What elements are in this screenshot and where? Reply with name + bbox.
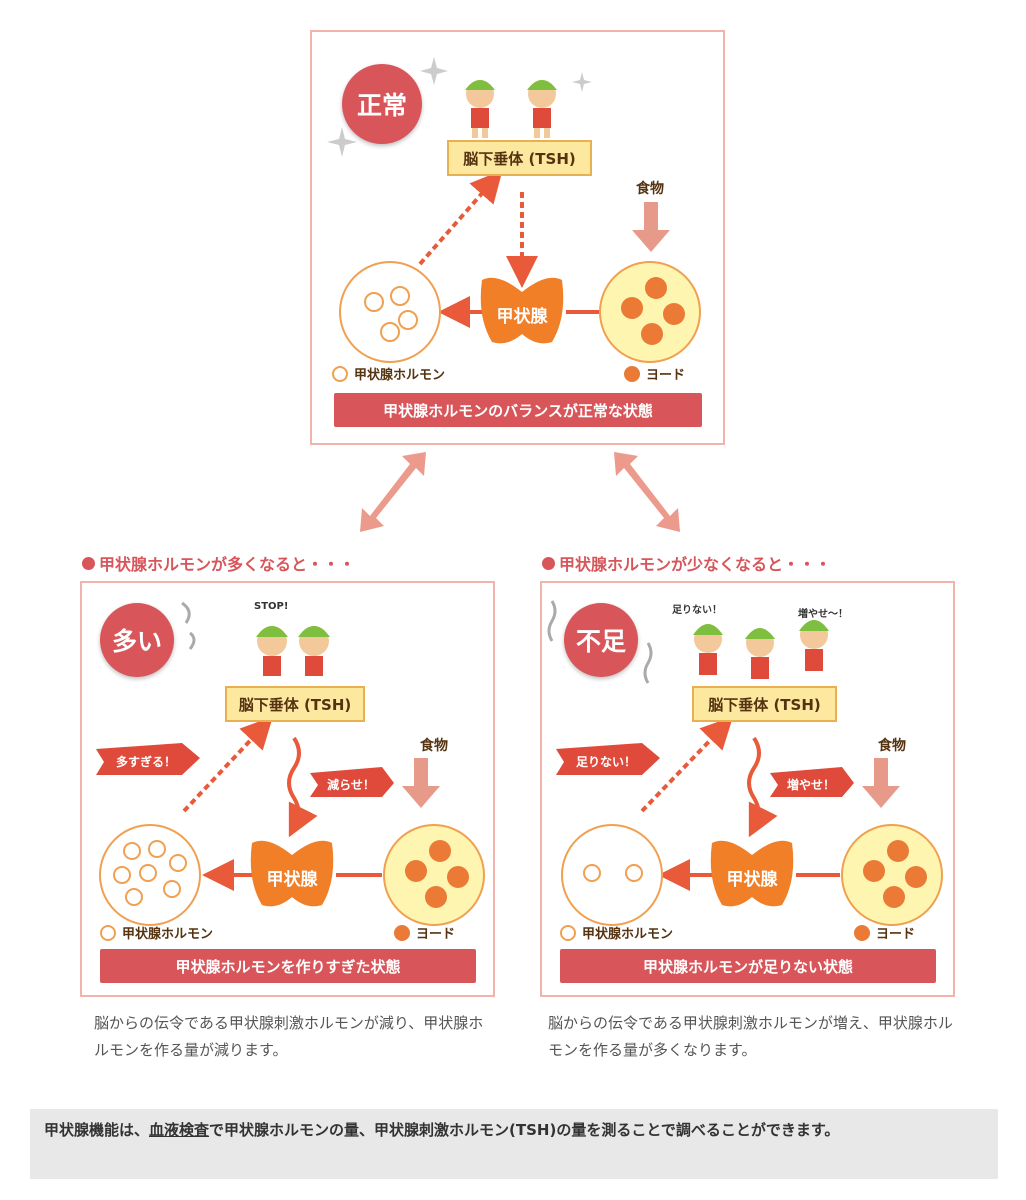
wavy-mark-icon	[643, 642, 653, 684]
excess-description: 脳からの伝令である甲状腺刺激ホルモンが減り、甲状腺ホルモンを作る量が減ります。	[94, 1014, 484, 1059]
food-arrow-icon	[402, 758, 440, 808]
character-icon	[745, 628, 775, 679]
food-arrow-icon	[862, 758, 900, 808]
iodine-dot-icon	[394, 924, 410, 941]
double-arrow-left-icon	[360, 452, 426, 532]
iodine-circle	[383, 824, 485, 926]
legend-iodine-label: ヨード	[416, 927, 456, 942]
footer-text-before: 甲状腺機能は、	[44, 1121, 150, 1139]
deficient-heading-text: 甲状腺ホルモンが少なくなると・・・	[559, 555, 832, 574]
iodine-dot-icon	[854, 924, 870, 941]
deficient-description: 脳からの伝令である甲状腺刺激ホルモンが増え、甲状腺ホルモンを作る量が多くなります…	[548, 1014, 953, 1059]
legend-hormone: 甲状腺ホルモン	[100, 923, 213, 942]
bubble-signal-label: 増やせ！	[786, 778, 835, 792]
wavy-arrow-icon	[747, 736, 778, 838]
thyroid-label: 甲状腺	[726, 870, 778, 890]
footer-text-after: で甲状腺ホルモンの量、甲状腺刺激ホルモン(TSH)の量を測ることで調べることがで…	[209, 1121, 840, 1139]
bubble-shape	[96, 743, 200, 775]
bullet-icon	[82, 556, 95, 570]
character-speech-left: 足りない！	[672, 605, 722, 616]
hormone-dot-icon	[100, 924, 116, 941]
pituitary-label: 脳下垂体 (TSH)	[225, 686, 365, 722]
iodine-circle	[841, 824, 943, 926]
legend-hormone-label: 甲状腺ホルモン	[354, 368, 446, 383]
bubble-hormone-label: 多すぎる！	[115, 755, 176, 769]
wavy-mark-icon	[547, 600, 557, 642]
excess-diagram	[96, 601, 485, 926]
food-arrow-icon	[632, 202, 670, 252]
bubble-shape	[310, 767, 394, 797]
character-icon	[256, 626, 288, 676]
deficient-heading: 甲状腺ホルモンが少なくなると・・・	[542, 551, 831, 575]
bubble-shape	[556, 743, 660, 775]
hormone-dot-icon	[332, 365, 348, 382]
deficient-diagram	[547, 600, 943, 926]
sparkle-icon	[420, 57, 448, 85]
thyroid-icon	[480, 277, 564, 344]
deficient-panel: 不足 足りない！ 増やせ～！ 脳下垂体 (TSH) 食物 足りない！ 増やせ！ …	[540, 581, 955, 997]
food-label: 食物	[636, 181, 664, 197]
status-badge: 不足	[564, 603, 638, 677]
status-badge: 多い	[100, 603, 174, 677]
character-icon	[527, 80, 557, 138]
legend-hormone-label: 甲状腺ホルモン	[122, 927, 214, 942]
iodine-circle	[599, 261, 701, 363]
pituitary-label: 脳下垂体 (TSH)	[692, 686, 837, 722]
legend-hormone-label: 甲状腺ホルモン	[582, 927, 674, 942]
sparkle-icon	[327, 127, 357, 157]
character-icon	[693, 624, 723, 675]
bubble-signal-label: 減らせ！	[327, 778, 375, 792]
bubble-shape	[770, 767, 854, 797]
normal-diagram	[327, 57, 701, 363]
legend-iodine: ヨード	[854, 923, 915, 942]
hormone-circle	[561, 824, 663, 926]
excess-panel: 多い STOP! 脳下垂体 (TSH) 食物 多すぎる！ 減らせ！ 甲状腺 甲状…	[80, 581, 495, 997]
food-label: 食物	[420, 738, 448, 754]
status-bar: 甲状腺ホルモンのバランスが正常な状態	[334, 393, 702, 427]
legend-iodine-label: ヨード	[876, 927, 916, 942]
sweat-icon	[188, 631, 196, 650]
thyroid-icon	[710, 840, 794, 907]
character-icon	[298, 626, 330, 676]
legend-hormone: 甲状腺ホルモン	[332, 364, 445, 383]
bullet-icon	[542, 556, 555, 570]
legend-iodine: ヨード	[394, 923, 455, 942]
thyroid-label: 甲状腺	[266, 870, 318, 890]
sweat-icon	[181, 601, 191, 624]
status-bar: 甲状腺ホルモンを作りすぎた状態	[100, 949, 476, 983]
character-speech-right: 増やせ～！	[798, 609, 848, 620]
legend-iodine-label: ヨード	[646, 368, 686, 383]
sparkle-icon	[572, 72, 592, 92]
hormone-circle	[339, 261, 441, 363]
character-icon	[799, 620, 829, 671]
hormone-circle	[99, 824, 201, 926]
iodine-dot-icon	[624, 365, 640, 382]
wavy-arrow-icon	[287, 736, 318, 838]
pituitary-label: 脳下垂体 (TSH)	[447, 140, 592, 176]
legend-hormone: 甲状腺ホルモン	[560, 923, 673, 942]
status-badge: 正常	[342, 64, 422, 144]
double-arrow-right-icon	[614, 452, 680, 532]
character-icon	[465, 80, 495, 138]
hormone-dot-icon	[560, 924, 576, 941]
thyroid-icon	[250, 840, 334, 907]
excess-heading-text: 甲状腺ホルモンが多くなると・・・	[99, 555, 356, 574]
legend-iodine: ヨード	[624, 364, 685, 383]
status-bar: 甲状腺ホルモンが足りない状態	[560, 949, 936, 983]
info-footer: 甲状腺機能は、血液検査で甲状腺ホルモンの量、甲状腺刺激ホルモン(TSH)の量を測…	[30, 1109, 998, 1179]
thyroid-label: 甲状腺	[496, 307, 548, 327]
food-label: 食物	[878, 738, 906, 754]
excess-heading: 甲状腺ホルモンが多くなると・・・	[82, 551, 355, 575]
character-speech: STOP!	[254, 601, 289, 612]
bubble-hormone-label: 足りない！	[575, 755, 636, 769]
normal-panel: 正常 脳下垂体 (TSH) 食物 甲状腺 甲状腺ホルモン ヨード 甲状腺ホルモン…	[310, 30, 725, 445]
blood-test-link[interactable]: 血液検査	[149, 1121, 210, 1139]
